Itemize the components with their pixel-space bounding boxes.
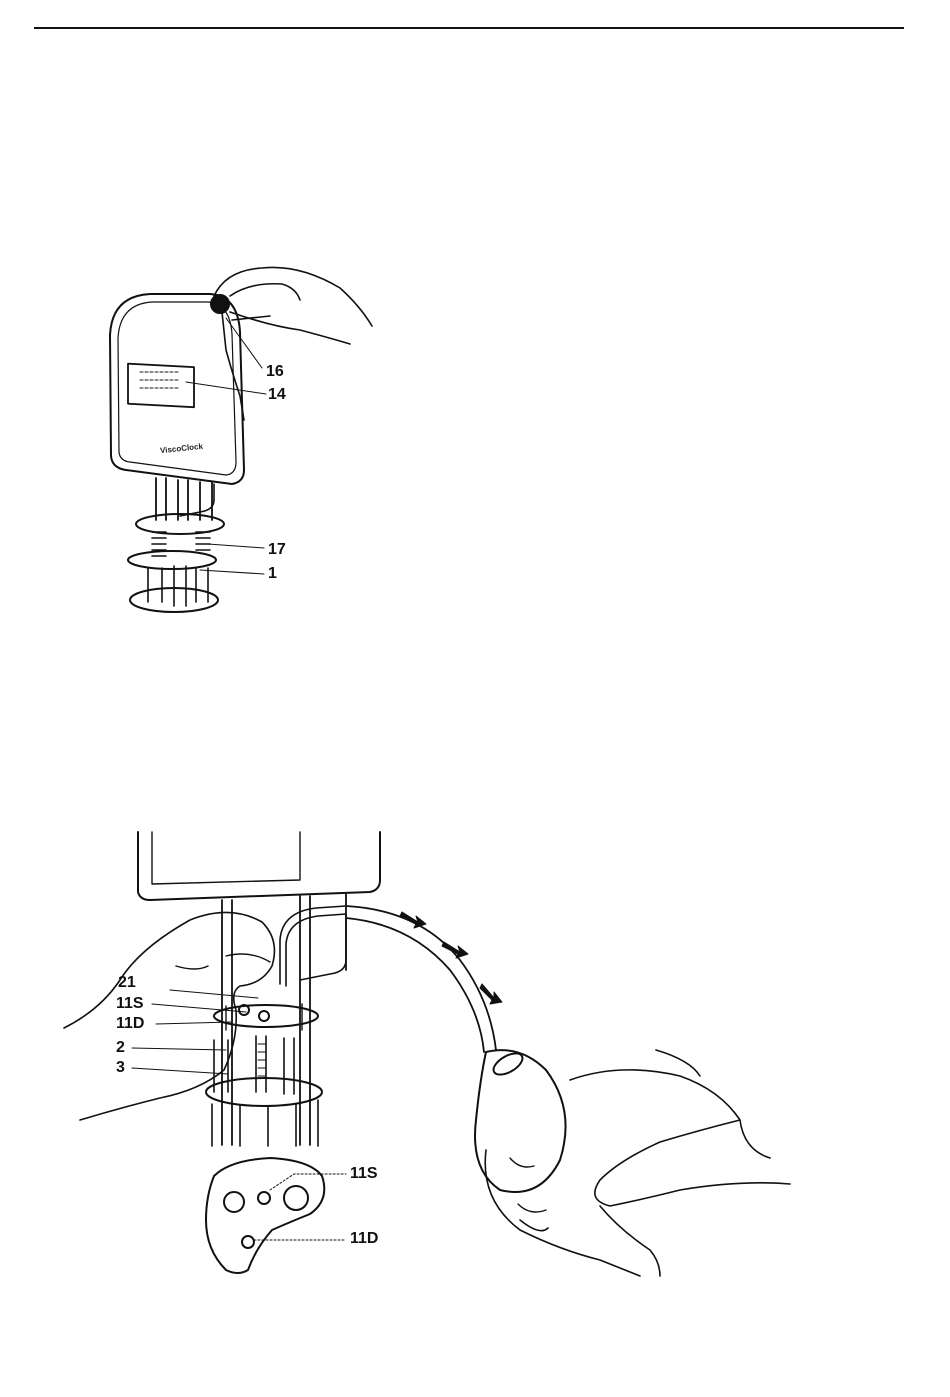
plate-detail	[206, 1158, 324, 1273]
tubes-1	[148, 566, 208, 606]
callout-11D: 11D	[116, 1016, 144, 1032]
callout-2: 2	[116, 1040, 125, 1056]
display-window	[128, 364, 194, 407]
device-housing-lower	[138, 832, 380, 900]
hand-left	[64, 912, 274, 1120]
callout-plate-11D: 11D	[350, 1231, 378, 1247]
suction-hose	[346, 906, 496, 1052]
callout-17: 17	[268, 542, 286, 558]
callout-16: 16	[266, 364, 284, 380]
callout-21: 21	[118, 975, 136, 991]
hand-bottom	[485, 1050, 790, 1276]
hand-top	[214, 267, 372, 344]
rubber-bulb	[475, 1050, 566, 1192]
callout-3: 3	[116, 1060, 125, 1076]
callout-11S: 11S	[116, 996, 144, 1012]
callout-1: 1	[268, 566, 277, 582]
knob-16	[211, 295, 229, 313]
callout-plate-11S: 11S	[350, 1166, 378, 1182]
motion-arrows	[400, 912, 502, 1004]
callout-14: 14	[268, 387, 286, 403]
